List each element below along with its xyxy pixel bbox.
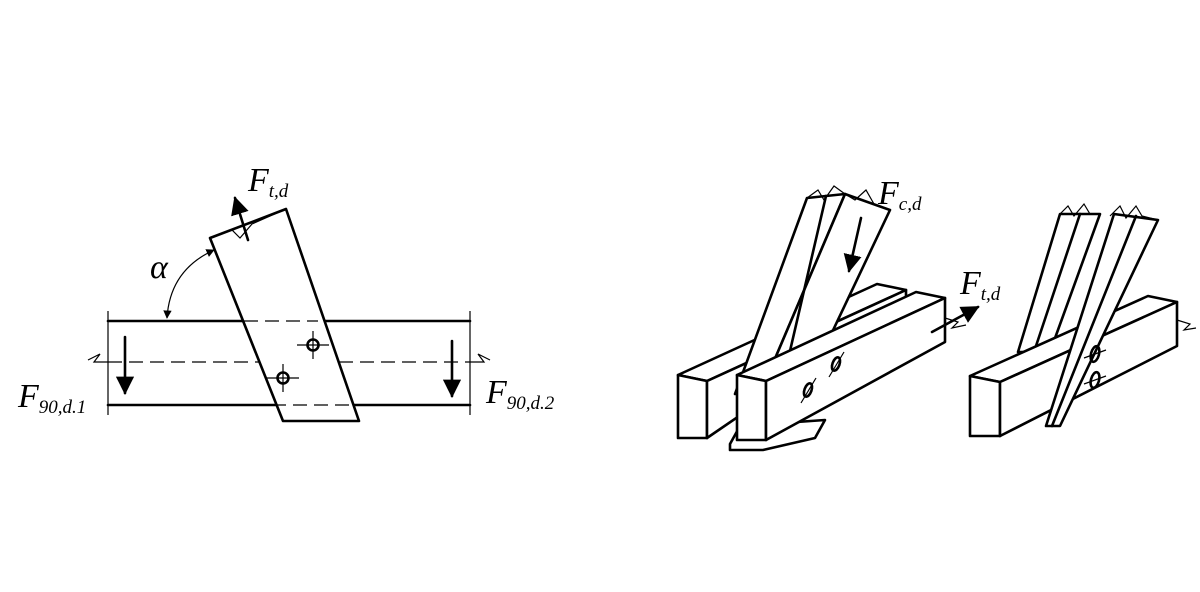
bolt-3d-2 [828,351,845,378]
compression-force-arrow: Fc,d [843,175,922,273]
support-force-2-symbol: F [485,374,508,411]
front-chord-front [764,296,947,442]
diagonal-break-mark [806,185,891,211]
chord-end [968,374,1002,438]
support-force-2-subscript: 90,d.2 [507,393,555,414]
svg-text:Fc,d: Fc,d [877,175,922,215]
bolt-3d-1 [800,377,817,404]
tension-force-subscript: t,d [269,181,289,202]
compression-force-subscript: c,d [899,194,922,215]
tension-force-arrow: Ft,d [231,162,289,242]
right-joint-isometric [968,202,1197,438]
back-chord-end [676,373,709,440]
svg-text:F90,d.1: F90,d.1 [17,378,86,418]
bolt-upper [297,331,329,359]
tension-force-3d-subscript: t,d [981,284,1001,305]
angle-arc: α [150,249,215,319]
svg-text:Ft,d: Ft,d [247,162,289,202]
compression-force-symbol: F [877,175,900,212]
support-force-1-subscript: 90,d.1 [39,397,87,418]
bolt-right-2 [1083,370,1107,390]
svg-text:Ft,d: Ft,d [959,265,1001,305]
diagonal-member [208,207,361,423]
support-force-arrow-2: F90,d.2 [442,339,555,414]
bolt-lower [267,364,299,392]
support-force-arrow-1: F90,d.1 [17,335,135,418]
svg-text:F90,d.2: F90,d.2 [485,374,555,414]
chord-break [1176,319,1197,331]
tension-force-arrow-3d: Ft,d [930,265,1001,334]
front-chord-end [735,373,768,442]
tension-force-3d-symbol: F [959,265,982,302]
support-force-1-symbol: F [17,378,40,415]
middle-joint-isometric: Fc,d Ft,d [676,175,1001,452]
tension-force-symbol: F [247,162,270,199]
left-joint-elevation: α Ft,d F90,d.1 F90,d.2 [17,162,555,423]
bolt-right-1 [1083,344,1107,364]
angle-label: α [150,249,169,286]
